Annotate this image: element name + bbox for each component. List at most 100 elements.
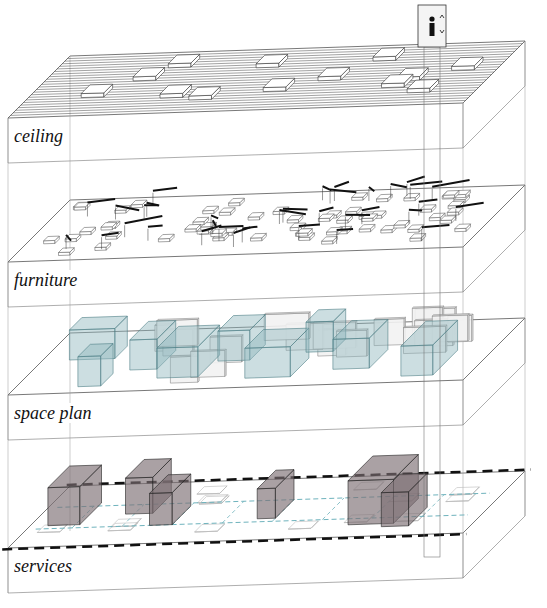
- leader-line: [152, 193, 153, 205]
- glass-room: [401, 345, 433, 376]
- ceiling-stripe: [67, 44, 522, 59]
- leader-line: [421, 229, 422, 241]
- glass-room: [333, 320, 388, 340]
- partition-mark: [410, 182, 442, 185]
- partition-mark: [319, 207, 333, 211]
- light-fixture: [318, 67, 349, 76]
- desk: [95, 243, 111, 248]
- leader-line: [330, 192, 331, 204]
- glass-room: [78, 356, 101, 387]
- desk: [443, 191, 459, 196]
- layer-side-edge: [463, 230, 525, 292]
- service-branch: [222, 501, 244, 523]
- desk: [346, 207, 362, 212]
- desk: [447, 208, 463, 213]
- elevator-core: [418, 5, 446, 557]
- partition-mark: [456, 203, 484, 207]
- leader-line: [233, 235, 234, 247]
- partition-mark: [144, 204, 158, 206]
- desk: [203, 206, 219, 211]
- desk: [429, 213, 445, 218]
- leader-line: [144, 207, 145, 219]
- leader-line: [390, 186, 391, 198]
- light-fixture: [263, 78, 294, 87]
- leader-line: [282, 211, 283, 223]
- desk: [318, 214, 334, 219]
- partition-mark: [87, 199, 115, 202]
- leader-line: [101, 237, 102, 249]
- layer-side-edge: [463, 86, 525, 148]
- partition-mark: [407, 176, 425, 182]
- plant-room: [126, 477, 153, 514]
- partition-mark: [242, 227, 257, 229]
- desk: [359, 224, 375, 229]
- desk: [101, 222, 117, 227]
- leader-line: [124, 225, 125, 237]
- desk: [408, 225, 424, 230]
- partition-mark: [66, 235, 71, 241]
- leader-line: [87, 204, 88, 216]
- light-fixture: [189, 87, 220, 96]
- leader-line: [242, 230, 243, 242]
- desk: [193, 217, 209, 222]
- desk: [352, 193, 368, 198]
- leader-line: [319, 213, 320, 225]
- desk: [337, 216, 353, 221]
- light-fixture: [133, 68, 164, 77]
- partition-mark: [102, 233, 119, 235]
- partition-mark: [125, 216, 163, 223]
- light-fixture: [373, 48, 404, 57]
- glass-room: [401, 320, 458, 346]
- wall: [432, 314, 469, 316]
- partition-mark: [213, 220, 216, 226]
- service-branch: [322, 498, 344, 520]
- leader-line: [455, 209, 456, 221]
- leader-line: [146, 205, 147, 217]
- room-outline: [195, 524, 225, 532]
- glass-room: [218, 315, 265, 332]
- desk: [185, 224, 201, 229]
- desk: [394, 220, 410, 225]
- plant-room: [150, 493, 173, 526]
- leader-line: [147, 229, 148, 241]
- layer-top-face: [8, 185, 525, 262]
- plant-room: [381, 473, 427, 493]
- desk: [219, 208, 235, 213]
- glass-room: [157, 347, 198, 378]
- desk: [322, 237, 338, 242]
- ceiling-stripe: [18, 93, 473, 108]
- wall: [374, 317, 405, 319]
- desk: [448, 201, 464, 206]
- boundary-dash: [2, 534, 466, 549]
- leader-line: [115, 207, 116, 219]
- leader-line: [368, 189, 369, 201]
- ceiling-stripe: [49, 62, 504, 77]
- glass-room: [306, 321, 333, 352]
- layer-front-face: [8, 380, 463, 440]
- ceiling-stripe: [57, 54, 512, 69]
- partition-mark: [422, 225, 450, 227]
- partition-mark: [334, 182, 349, 187]
- leader-line: [322, 188, 323, 200]
- partition-mark: [323, 186, 332, 190]
- partition-mark: [116, 205, 140, 210]
- light-fixture: [168, 54, 199, 64]
- light-fixture: [256, 54, 288, 63]
- glass-room: [78, 344, 113, 357]
- partition-mark: [279, 210, 305, 214]
- desk: [80, 227, 96, 232]
- leader-line: [298, 228, 299, 240]
- plant-room: [48, 465, 102, 488]
- wall: [412, 306, 443, 308]
- partition-mark: [409, 209, 422, 212]
- partition-mark: [211, 215, 218, 218]
- layer-label: furniture: [12, 270, 79, 290]
- partition-mark: [219, 226, 243, 227]
- plant-room: [150, 474, 191, 493]
- wall: [264, 312, 310, 315]
- desk: [377, 194, 393, 199]
- ceiling-stripe: [13, 98, 468, 113]
- light-fixture: [452, 57, 483, 66]
- leader-line: [201, 233, 202, 245]
